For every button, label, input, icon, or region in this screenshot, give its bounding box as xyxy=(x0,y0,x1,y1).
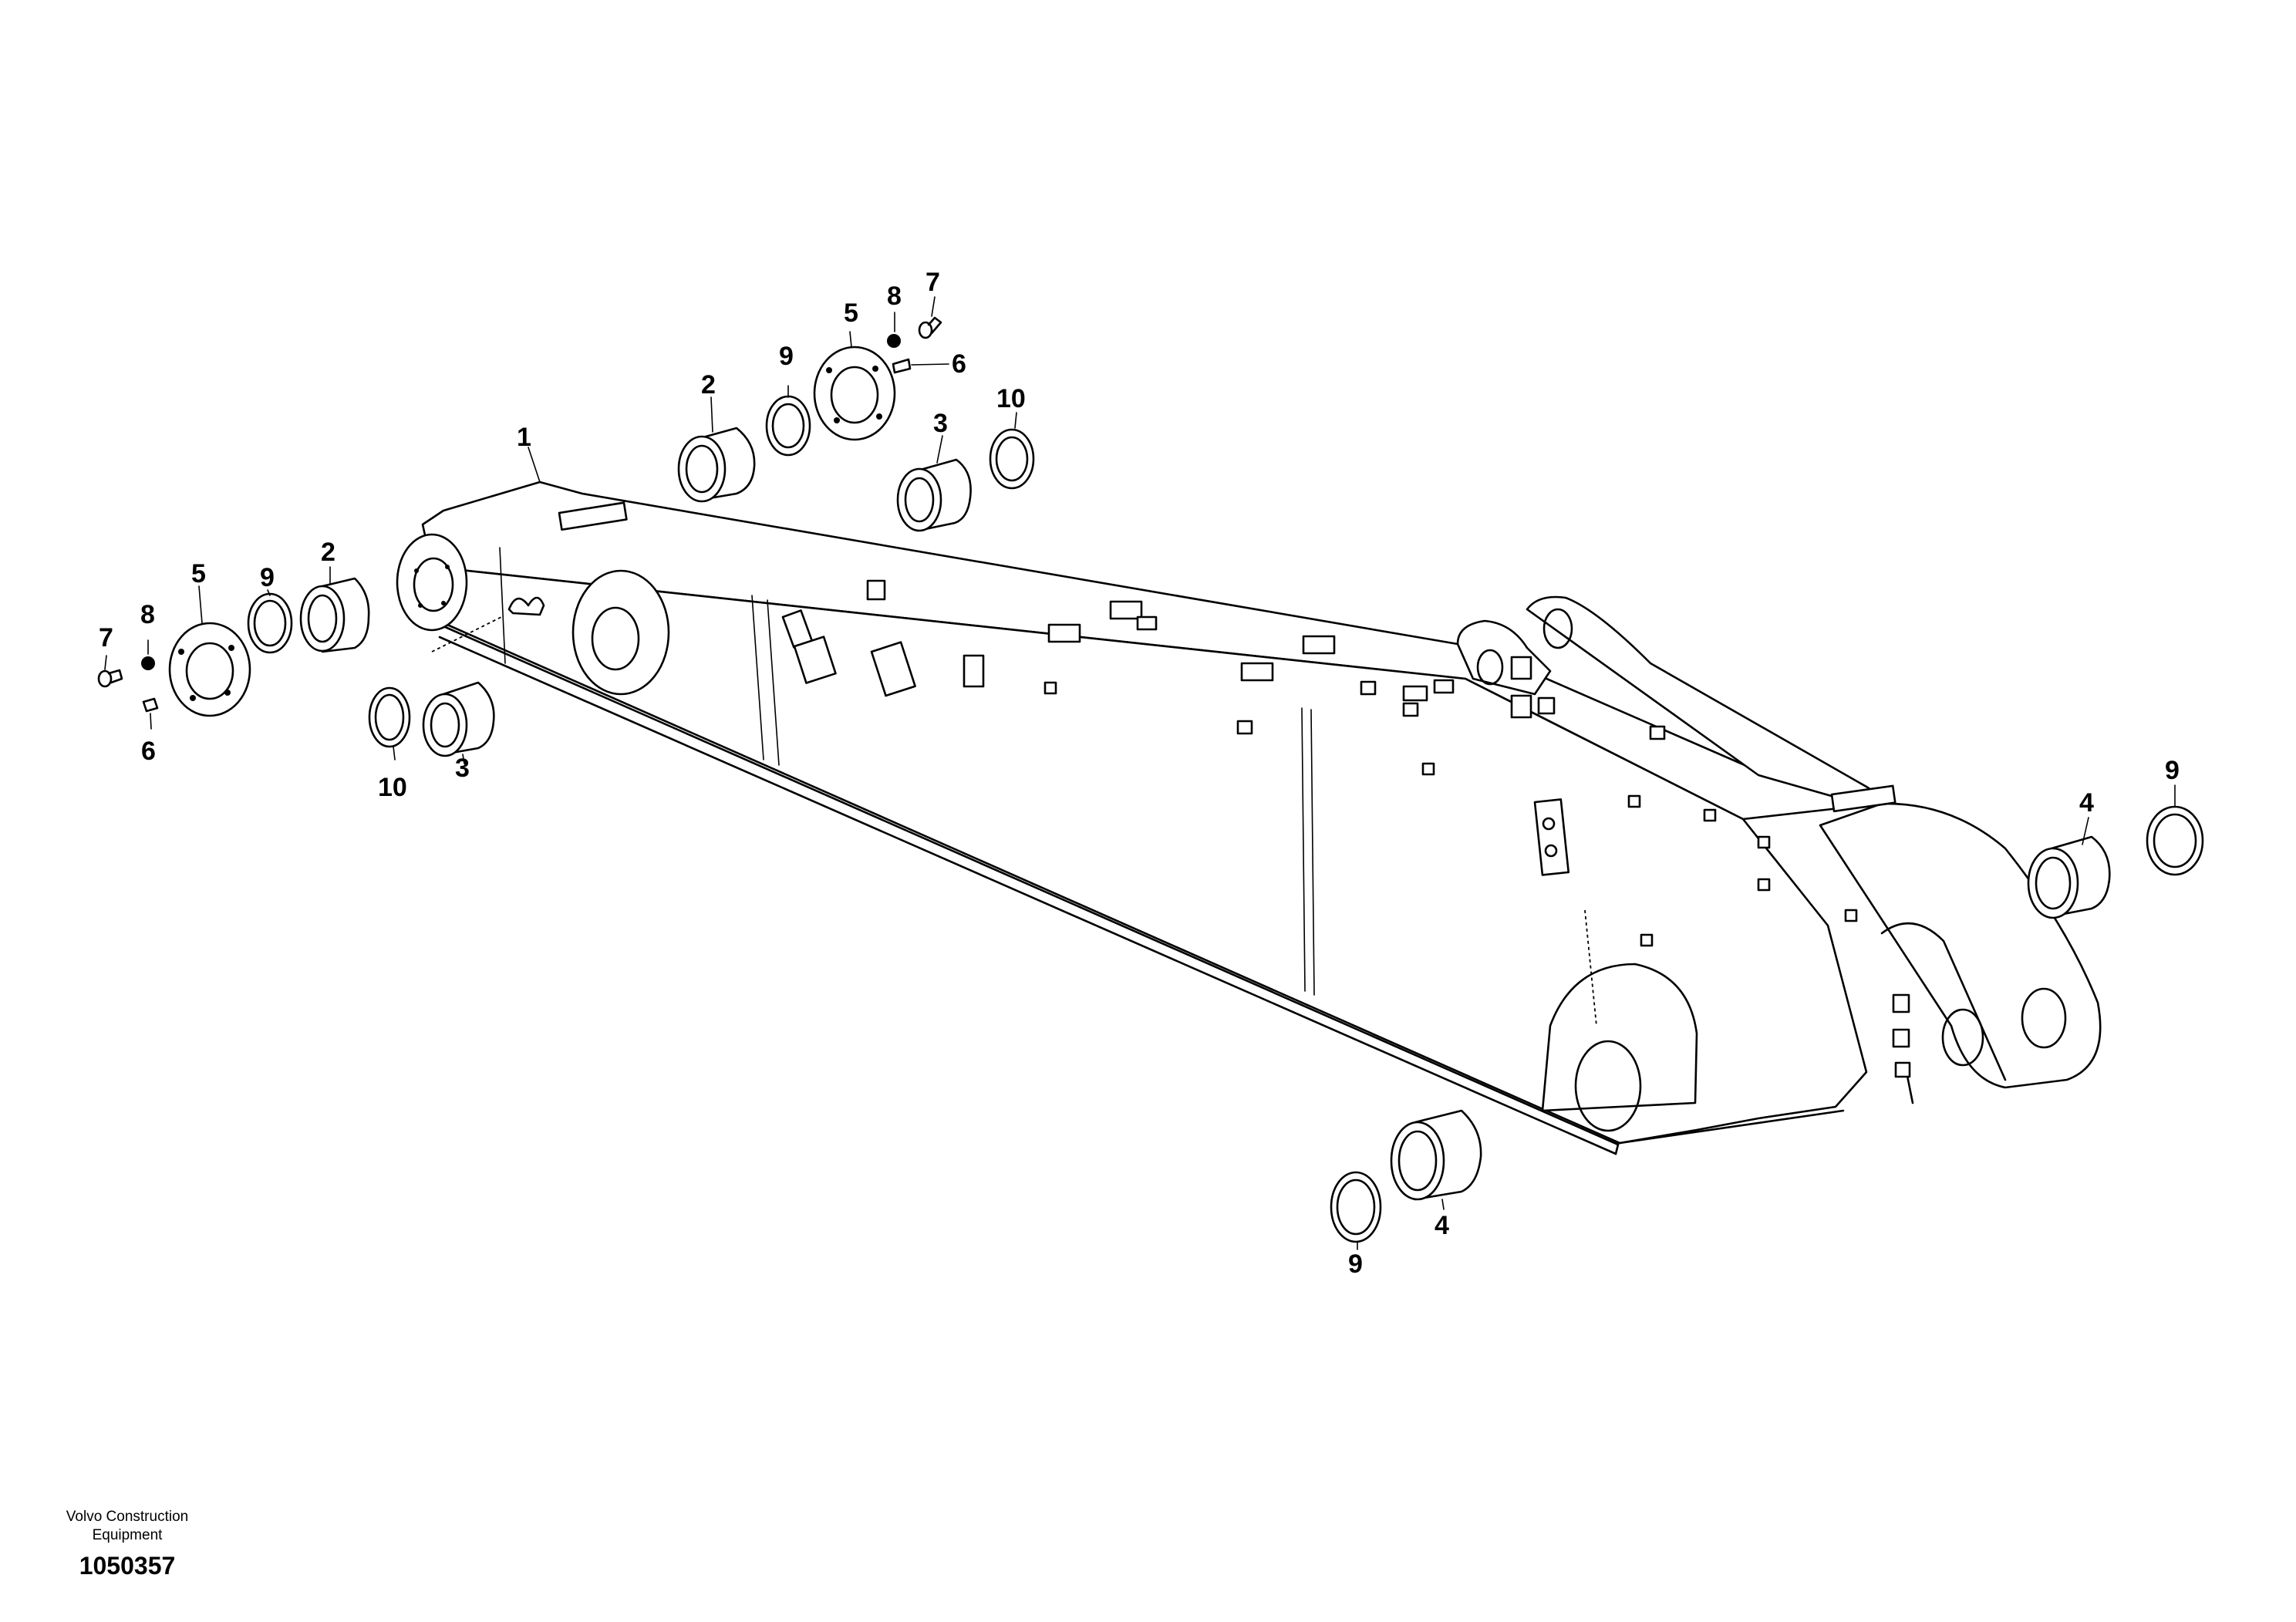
bushing-part-3 xyxy=(422,681,495,757)
seal-part-9 xyxy=(247,592,293,654)
bushing-part-4-right xyxy=(2027,835,2111,919)
callout-7-top: 7 xyxy=(925,268,940,297)
boom-body xyxy=(396,481,2102,1155)
callout-5-top: 5 xyxy=(844,298,858,328)
cover-plate-part-5-top xyxy=(813,346,896,441)
callout-5-left: 5 xyxy=(191,559,206,588)
seal-part-10 xyxy=(368,686,411,748)
brand-line-1: Volvo Construction xyxy=(66,1509,189,1525)
bushing-part-2 xyxy=(299,577,370,653)
callout-9-right: 9 xyxy=(2165,756,2180,785)
washer-part-8-top xyxy=(887,334,901,348)
screw-part-7-top xyxy=(918,316,942,339)
screw-part-7 xyxy=(97,669,123,688)
drawing-number: 1050357 xyxy=(79,1552,176,1580)
brand-line-2: Equipment xyxy=(92,1527,163,1543)
leader-lines xyxy=(104,296,2176,1250)
callout-6-top: 6 xyxy=(952,349,966,379)
callout-7-left: 7 xyxy=(99,623,113,653)
right-parts-group xyxy=(1330,805,2204,1243)
top-parts-group xyxy=(677,316,1035,532)
callout-4-bottom: 4 xyxy=(1435,1211,1449,1240)
pin-part-6-top xyxy=(892,358,912,374)
callout-labels: 1 7 8 5 9 2 6 10 3 2 9 5 8 7 6 3 10 4 9 … xyxy=(99,268,2180,1279)
callout-9-bottom: 9 xyxy=(1348,1249,1363,1279)
bushing-part-3-top xyxy=(896,458,972,532)
callout-8-left: 8 xyxy=(140,600,155,629)
callout-3-left: 3 xyxy=(455,754,470,783)
cover-plate-part-5 xyxy=(168,622,251,717)
bushing-part-4-bottom xyxy=(1390,1109,1482,1201)
callout-3-top: 3 xyxy=(933,409,948,438)
seal-part-10-top xyxy=(989,428,1035,490)
callout-10-left: 10 xyxy=(378,773,407,802)
bushing-part-2-top xyxy=(677,427,756,503)
seal-part-9-bottom xyxy=(1330,1171,1382,1243)
callout-10-top: 10 xyxy=(996,384,1026,413)
callout-2-left: 2 xyxy=(321,538,335,567)
callout-6-left: 6 xyxy=(141,737,156,766)
left-parts-group xyxy=(97,577,495,757)
footer-brand: Volvo Construction Equipment xyxy=(46,1508,208,1545)
callout-1: 1 xyxy=(517,423,531,452)
callout-4-right: 4 xyxy=(2079,788,2094,818)
seal-part-9-right xyxy=(2146,805,2204,876)
callout-9-top: 9 xyxy=(779,342,794,371)
washer-part-8 xyxy=(141,656,155,670)
seal-part-9-top xyxy=(765,395,811,457)
pin-part-6 xyxy=(142,697,159,713)
callout-8-top: 8 xyxy=(887,282,902,311)
callout-9-left: 9 xyxy=(260,563,275,592)
callout-2-top: 2 xyxy=(701,370,716,400)
